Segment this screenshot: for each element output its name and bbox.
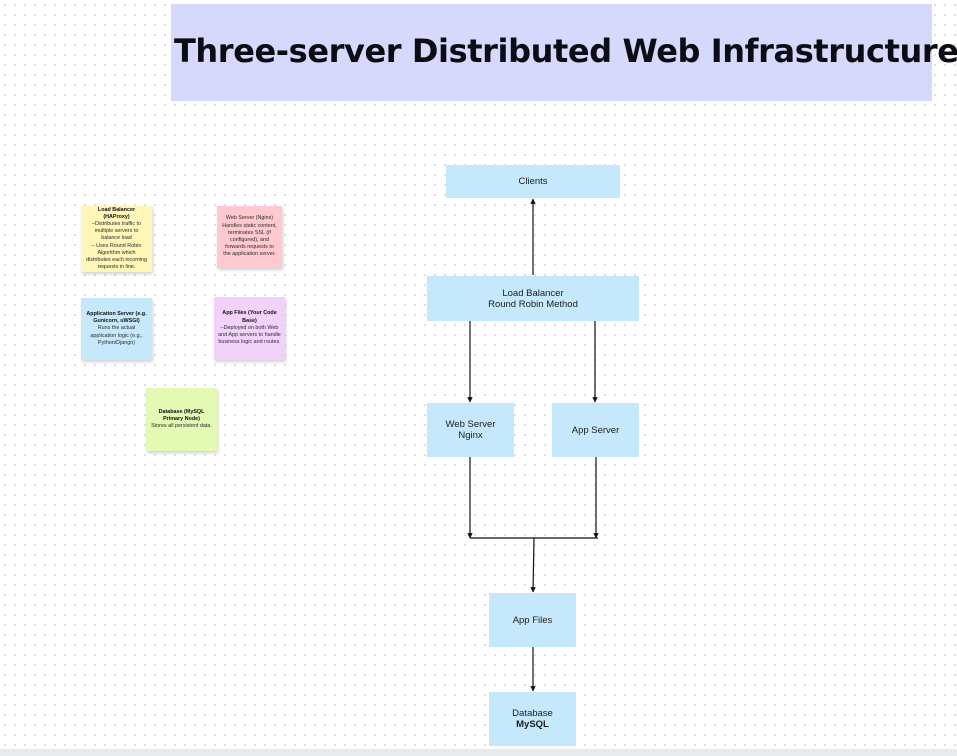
app-server-node[interactable]: App Server — [552, 403, 639, 457]
note-body: –Distributes traffic to multiple servers… — [86, 221, 147, 271]
note-title: Load Balancer (HAProxy) — [97, 206, 136, 220]
node-label-line1: Load Balancer — [502, 287, 564, 299]
node-label-line2: Nginx — [458, 430, 483, 441]
app-files-note[interactable]: App Files (Your Code Base) –Deployed on … — [214, 297, 285, 360]
application-server-note[interactable]: Application Server (e.g. Gunicorn, uWSGI… — [81, 298, 152, 360]
note-title: App Files (Your Code Base) — [222, 310, 277, 324]
node-label-line1: Web Server — [445, 419, 496, 430]
clients-node[interactable]: Clients — [446, 165, 620, 198]
node-label-line2: Round Robin Method — [488, 298, 578, 310]
title-banner[interactable]: Three-server Distributed Web Infrastruct… — [171, 4, 957, 101]
note-title: Database (MySQL Primary Node) — [158, 408, 205, 422]
diagram-title: Three-server Distributed Web Infrastruct… — [174, 32, 957, 70]
node-label: App Files — [512, 614, 553, 626]
note-body: Web Server (Nginx) Handles static conten… — [222, 215, 277, 258]
note-body: Runs the actual application logic (e.g.,… — [90, 325, 143, 346]
node-label-line1: Database — [512, 708, 553, 719]
database-node[interactable]: Database MySQL — [489, 692, 576, 746]
canvas-bottom-edge — [0, 749, 957, 756]
note-title: Application Server (e.g. Gunicorn, uWSGI… — [86, 310, 147, 325]
app-files-node[interactable]: App Files — [489, 593, 576, 647]
note-body: Stores all persistent data. — [151, 423, 212, 430]
load-balancer-node[interactable]: Load Balancer Round Robin Method — [427, 276, 639, 321]
node-label: App Server — [571, 424, 620, 436]
node-label-line2: MySQL — [516, 719, 549, 730]
note-body: –Deployed on both Web and App servers to… — [218, 324, 281, 346]
web-server-note[interactable]: Web Server (Nginx) Handles static conten… — [217, 206, 282, 268]
database-note[interactable]: Database (MySQL Primary Node) Stores all… — [146, 388, 217, 451]
node-label: Clients — [518, 176, 548, 187]
web-server-node[interactable]: Web Server Nginx — [427, 403, 514, 457]
load-balancer-note[interactable]: Load Balancer (HAProxy) –Distributes tra… — [81, 206, 152, 272]
arrow-merge-to-app-files — [530, 537, 536, 593]
